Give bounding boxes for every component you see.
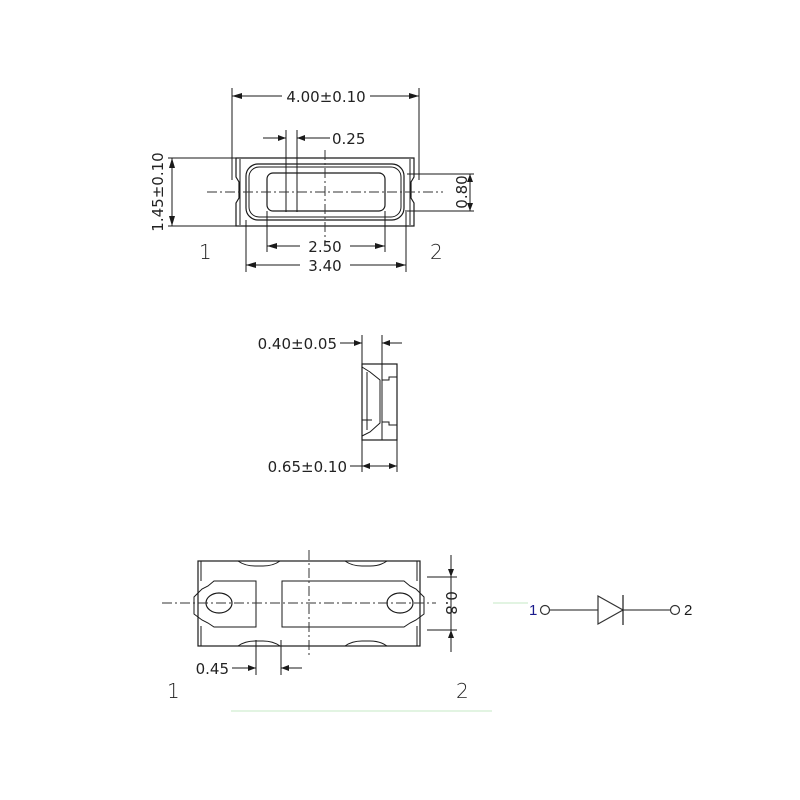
cathode-terminal-icon — [669, 604, 681, 616]
side-view: 0.40±0.05 0.65±0.10 — [258, 335, 402, 476]
dim-slot-width: 0.25 — [332, 130, 365, 148]
pin-2-label: 2 — [430, 240, 443, 264]
dim-body-length: 3.40 — [308, 257, 341, 275]
diode-icon — [597, 594, 625, 626]
dim-overall-length: 4.00±0.10 — [286, 88, 365, 106]
top-view: 4.00±0.10 0.25 1.45±0.10 0.8 — [149, 88, 474, 275]
dim-pad-gap: 0.45 — [196, 660, 229, 678]
pin-1-label: 1 — [199, 240, 212, 264]
dim-overall-height: 1.45±0.10 — [149, 152, 167, 231]
cathode-label: 2 — [684, 602, 692, 619]
bottom-view: 0.8 0.45 1 2 — [162, 550, 528, 712]
anode-terminal-icon — [539, 604, 551, 616]
dim-window-height: 0.80 — [453, 175, 471, 208]
anode-label: 1 — [529, 602, 537, 619]
bottom-pin-1-label: 1 — [167, 679, 180, 703]
bottom-pin-2-label: 2 — [456, 679, 469, 703]
dim-bottom-thickness: 0.65±0.10 — [268, 458, 347, 476]
dim-window-length: 2.50 — [308, 238, 341, 256]
diode-schematic: 1 2 — [529, 594, 692, 626]
dim-pad-height: 0.8 — [442, 591, 460, 615]
dim-top-thickness: 0.40±0.05 — [258, 335, 337, 353]
